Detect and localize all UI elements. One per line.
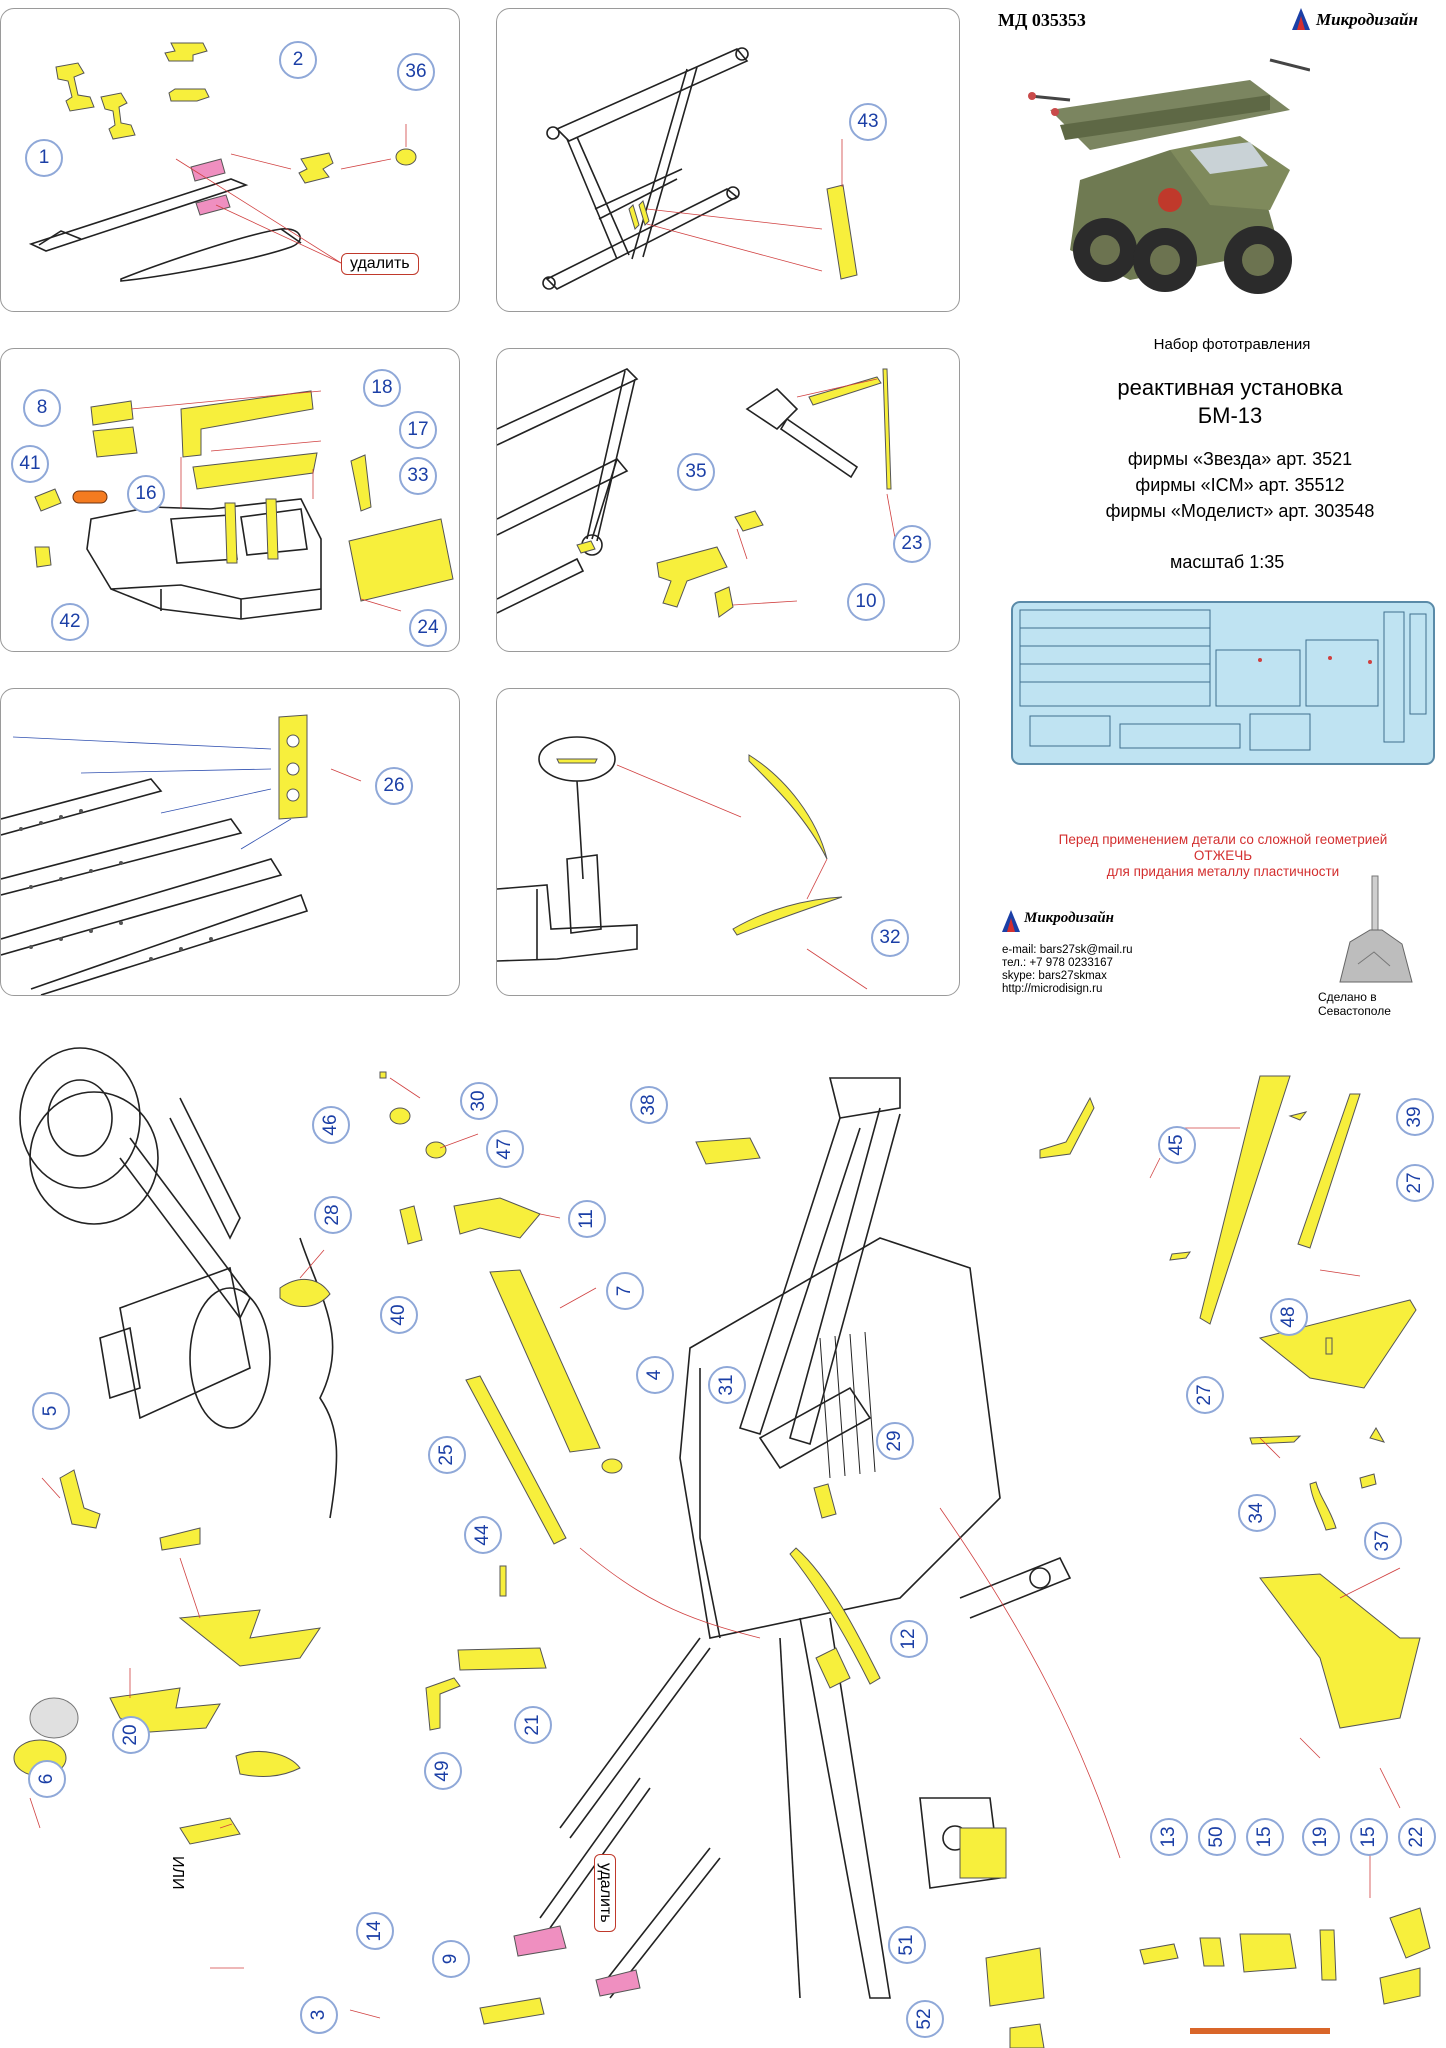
callout-7: 7 [606,1272,644,1310]
warning-line1: Перед применением детали со сложной геом… [1058,832,1388,847]
callout-34: 34 [1238,1494,1276,1532]
callout-29: 29 [876,1422,914,1460]
scale: масштаб 1:35 [1170,552,1285,572]
callout-48: 48 [1270,1298,1308,1336]
callout-32: 32 [871,919,909,957]
callout-50: 50 [1198,1818,1236,1856]
main-assembly-drawing [13,1047,1431,2048]
callout-49: 49 [424,1752,462,1790]
monument-image [1330,872,1420,986]
callout-36: 36 [397,53,435,91]
brand-name-small: Микродизайн [1024,910,1114,926]
or-label: ИЛИ [169,1856,186,1890]
callout-52: 52 [906,2000,944,2038]
contact-website: http://microdisign.ru [1002,983,1103,995]
callout-19: 19 [1302,1818,1340,1856]
callout-5: 5 [32,1392,70,1430]
callout-37: 37 [1364,1522,1402,1560]
callout-47: 47 [486,1130,524,1168]
callout-31: 31 [708,1366,746,1404]
callout-6: 6 [28,1760,66,1798]
callout-45: 45 [1158,1126,1196,1164]
remove-label: удалить [341,253,419,275]
callout-22: 22 [1398,1818,1436,1856]
callout-35: 35 [677,453,715,491]
warning-line2: ОТЖЕЧЬ [1193,848,1253,863]
panel-cab: 8 18 17 41 16 33 42 24 [0,348,460,652]
brand-logo-small-icon [1000,908,1022,934]
callout-23: 23 [893,525,931,563]
panel-mirror-drawing [497,736,868,990]
callout-51: 51 [888,1926,926,1964]
firm-2: фирмы «ICM» арт. 35512 [1135,475,1345,495]
callout-16: 16 [127,475,165,513]
panel-cab-drawing [34,390,454,620]
kit-title-line1: реактивная установка [1117,375,1343,400]
callout-17: 17 [399,411,437,449]
etching-fret-image [1010,600,1436,766]
callout-9: 9 [432,1940,470,1978]
callout-43: 43 [849,103,887,141]
panel-mount: 35 23 10 [496,348,960,652]
callout-44: 44 [464,1516,502,1554]
callout-11: 11 [568,1200,606,1238]
callout-13: 13 [1150,1818,1188,1856]
callout-27: 27 [1396,1164,1434,1202]
callout-27-lower: 27 [1186,1376,1224,1414]
callout-10: 10 [847,583,885,621]
callout-30: 30 [460,1082,498,1120]
panel-mirror: 32 [496,688,960,996]
panel-frame-drawing [542,47,858,290]
kit-title-line2: БМ-13 [1197,403,1263,428]
callout-41: 41 [11,445,49,483]
callout-2: 2 [279,41,317,79]
callout-20: 20 [112,1716,150,1754]
brand-logo-icon [1290,6,1312,32]
callout-24: 24 [409,609,447,647]
contact-skype: skype: bars27skmax [1002,970,1107,982]
kit-type: Набор фототравления [1153,336,1311,353]
callout-15-right: 15 [1350,1818,1388,1856]
callout-15: 15 [1246,1818,1284,1856]
callout-42: 42 [51,603,89,641]
panel-rails: 26 [0,688,460,996]
panel-rockets-drawing [28,42,417,282]
callout-40: 40 [380,1296,418,1334]
panel-mount-drawing [497,368,898,618]
callout-14: 14 [356,1912,394,1950]
callout-33: 33 [399,457,437,495]
callout-39: 39 [1396,1098,1434,1136]
callout-1: 1 [25,139,63,177]
made-in: Сделано в Севастополе [1318,990,1391,1018]
firm-1: фирмы «Звезда» арт. 3521 [1127,449,1353,469]
panel-frame: 43 [496,8,960,312]
warning-line3: для придания металлу пластичности [1106,864,1340,879]
callout-26: 26 [375,767,413,805]
panel-rockets: 1 2 36 удалить [0,8,460,312]
article-code: МД 035353 [998,10,1086,30]
callout-38: 38 [630,1086,668,1124]
panel-rails-drawing [1,714,362,995]
callout-8: 8 [23,389,61,427]
contact-phone: тел.: +7 978 0233167 [1002,957,1113,969]
callout-46: 46 [312,1106,350,1144]
firm-3: фирмы «Моделист» арт. 303548 [1105,501,1375,521]
brand-name: Микродизайн [1316,10,1418,29]
contact-email: e-mail: bars27sk@mail.ru [1002,944,1133,956]
vehicle-image [1010,40,1311,320]
callout-25: 25 [428,1436,466,1474]
callout-28: 28 [314,1196,352,1234]
callout-3: 3 [300,1996,338,2034]
callout-18: 18 [363,369,401,407]
callout-4: 4 [636,1356,674,1394]
callout-21: 21 [514,1706,552,1744]
remove-label-main: удалить [594,1854,616,1932]
callout-12: 12 [890,1620,928,1658]
